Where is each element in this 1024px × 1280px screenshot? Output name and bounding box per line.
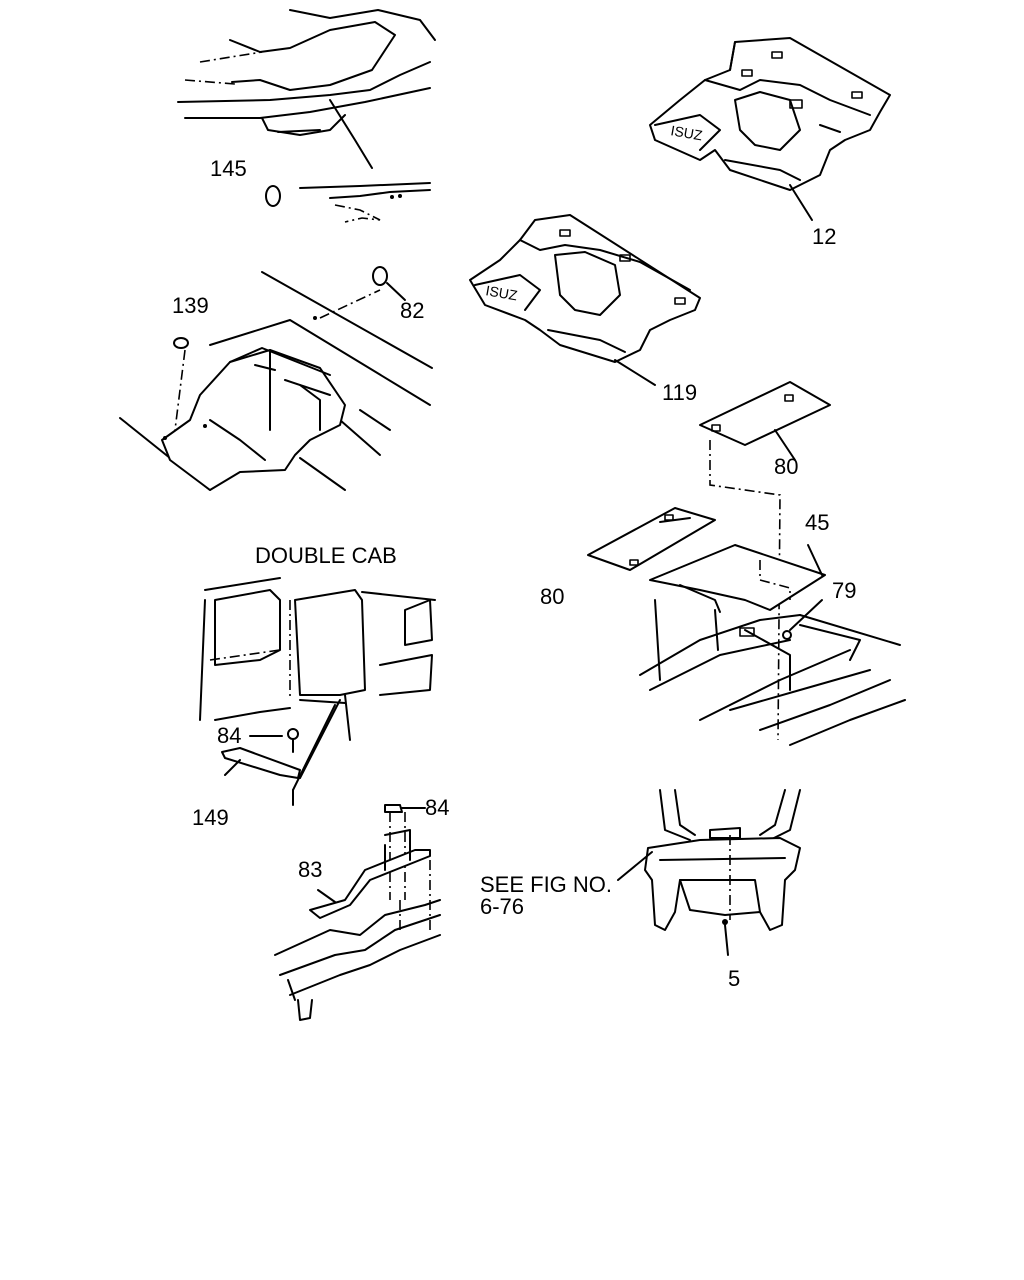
- label-84-lower: 84: [425, 795, 449, 820]
- label-12: 12: [812, 224, 836, 249]
- label-145: 145: [210, 156, 247, 181]
- clip-79-icon: [782, 630, 792, 640]
- fastener-5-icon: [722, 919, 728, 925]
- label-80-lower: 80: [540, 584, 564, 609]
- label-119: 119: [662, 380, 697, 405]
- svg-text:ISUZ: ISUZ: [484, 282, 519, 303]
- label-80-upper: 80: [774, 454, 798, 479]
- floor-insulator-illustration: [587, 381, 906, 746]
- plug-139-icon: [173, 337, 189, 349]
- bolt-84-upper-icon: [287, 728, 299, 740]
- double-cab-illustration: [199, 577, 436, 806]
- caption-see-fig-line1: SEE FIG NO.: [480, 872, 612, 897]
- plug-82-icon: [372, 266, 388, 286]
- rocker-sill-illustration: [274, 804, 441, 1021]
- svg-text:ISUZ: ISUZ: [669, 122, 704, 143]
- part-number-labels: 145 139 82 12 119 80 45 80 79 84 149 84 …: [172, 156, 856, 991]
- label-83: 83: [298, 857, 322, 882]
- label-79: 79: [832, 578, 856, 603]
- rear-panel-illustration: [617, 789, 801, 956]
- caption-double-cab: DOUBLE CAB: [255, 543, 397, 568]
- floor-tunnel-illustration: [119, 266, 433, 491]
- label-139: 139: [172, 293, 209, 318]
- grommet-145-icon: [265, 185, 281, 207]
- label-45: 45: [805, 510, 829, 535]
- label-82: 82: [400, 298, 424, 323]
- caption-see-fig-line2: 6-76: [480, 894, 524, 919]
- captions: DOUBLE CAB SEE FIG NO. 6-76: [255, 543, 612, 919]
- label-5: 5: [728, 966, 740, 991]
- label-149: 149: [192, 805, 229, 830]
- label-84-upper: 84: [217, 723, 241, 748]
- floor-mat-119-illustration: ISUZ: [469, 214, 701, 386]
- dash-panel-illustration: [177, 9, 436, 223]
- floor-mat-12-illustration: ISUZ: [649, 37, 891, 221]
